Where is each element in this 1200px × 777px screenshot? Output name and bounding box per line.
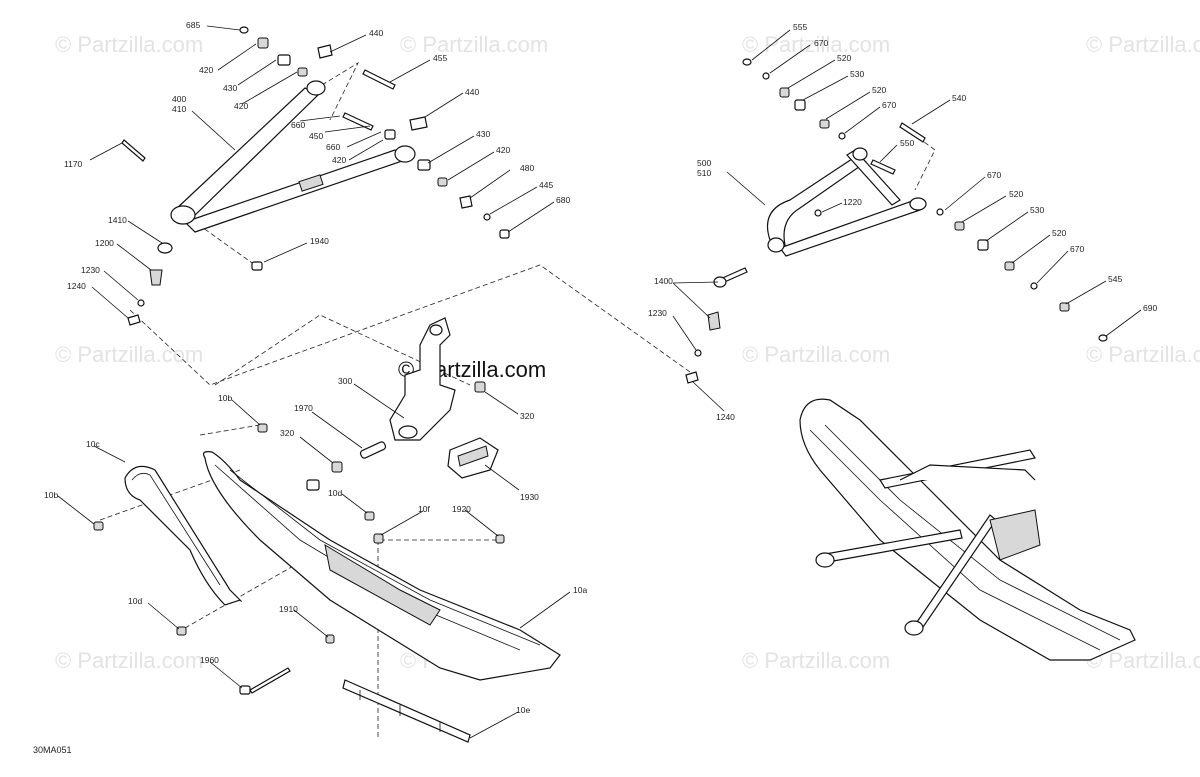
callout-label: 1170 [64,159,83,169]
callout-label: 440 [369,28,383,38]
callout-label: 10d [128,596,142,606]
upper-arm-hardware [685,58,1108,384]
callout-label: 520 [1052,228,1066,238]
callout-label: 555 [793,22,807,32]
callout-label: 420 [234,101,248,111]
callout-label: 10f [418,504,430,514]
figure-id: 30MA051 [33,745,72,755]
watermark: © Partzilla.com [55,648,203,673]
callout-label: 530 [1030,205,1044,215]
callout-label: 1970 [294,403,313,413]
upper-a-arm [766,147,927,257]
lower-arm-hardware [121,26,510,326]
callout-label: 420 [496,145,510,155]
callout-label: 550 [900,138,914,148]
callout-label: 445 [539,180,553,190]
callout-label: 500 [697,158,711,168]
watermark-grid: © Partzilla.com © Partzilla.com © Partzi… [55,32,1200,673]
callout-label: 430 [223,83,237,93]
callout-label: 420 [332,155,346,165]
callout-label: 410 [172,104,186,114]
callout-label: 680 [556,195,570,205]
watermark: © Partzilla.com [742,32,890,57]
callout-label: 685 [186,20,200,30]
callout-label: 660 [291,120,305,130]
callout-label: 320 [520,411,534,421]
callout-label: 1400 [654,276,673,286]
ski-assembly-complete [799,398,1136,661]
callout-label: 1240 [716,412,735,422]
callout-label: 520 [837,53,851,63]
ski-spindle [306,317,499,491]
callout-label: 1410 [108,215,127,225]
callout-label: 1230 [81,265,100,275]
callout-label: 1240 [67,281,86,291]
callout-label: 10b [218,393,232,403]
leader-lines [57,25,1142,739]
callout-label: 420 [199,65,213,75]
callout-label: 440 [465,87,479,97]
callout-label: 1930 [520,492,539,502]
callout-label: 520 [872,85,886,95]
watermark: © Partzilla.com [742,648,890,673]
callout-label: 10d [328,488,342,498]
callout-label: 540 [952,93,966,103]
watermark: © Partzilla.com [55,32,203,57]
callout-labels: 685 420 430 420 400 410 440 455 660 450 … [44,20,1157,715]
callout-label: 670 [1070,244,1084,254]
callout-label: 670 [987,170,1001,180]
callout-label: 300 [338,376,352,386]
callout-label: 455 [433,53,447,63]
callout-label: 545 [1108,274,1122,284]
callout-label: 10a [573,585,587,595]
callout-label: 450 [309,131,323,141]
callout-label: 320 [280,428,294,438]
callout-label: 670 [882,100,896,110]
watermark: © Partzilla.com [55,342,203,367]
callout-label: 1200 [95,238,114,248]
watermark: © Partzilla.com [1086,32,1200,57]
ski-assembly-exploded [93,423,561,743]
watermark: © Partzilla.com [1086,342,1200,367]
callout-label: 430 [476,129,490,139]
callout-label: 10e [516,705,530,715]
callout-label: 530 [850,69,864,79]
callout-label: 1910 [279,604,298,614]
callout-label: 1920 [452,504,471,514]
callout-label: 10c [86,439,100,449]
callout-label: 480 [520,163,534,173]
callout-label: 1220 [843,197,862,207]
lower-a-arm [170,80,416,233]
watermark: © Partzilla.com [400,32,548,57]
watermark: © Partzilla.com [742,342,890,367]
callout-label: 1230 [648,308,667,318]
callout-label: 510 [697,168,711,178]
callout-label: 10b [44,490,58,500]
callout-label: 1960 [200,655,219,665]
callout-label: 1940 [310,236,329,246]
callout-label: 660 [326,142,340,152]
callout-label: 670 [814,38,828,48]
callout-label: 690 [1143,303,1157,313]
callout-label: 400 [172,94,186,104]
callout-label: 520 [1009,189,1023,199]
